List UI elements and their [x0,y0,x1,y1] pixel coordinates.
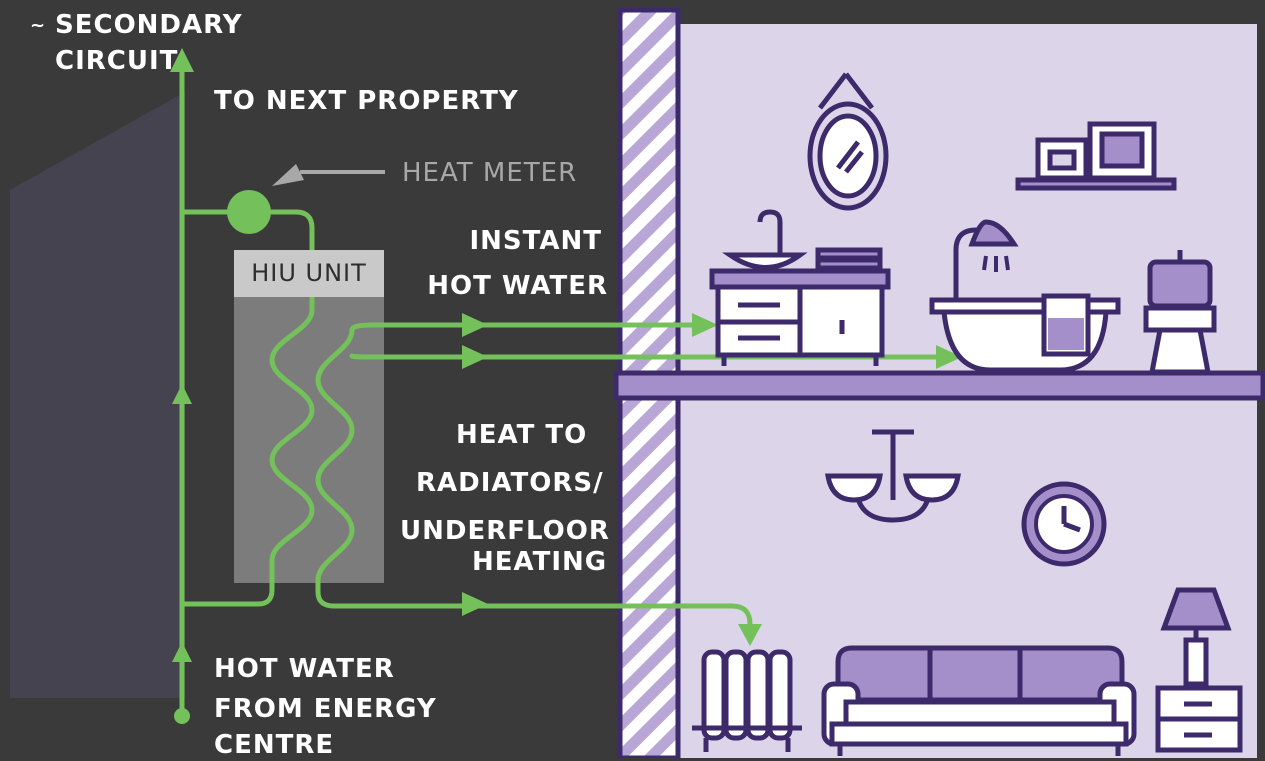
hot-water-from-energy-centre-line3: CENTRE [214,730,335,760]
adjacent-building-shape [10,92,185,698]
supply-inlet-dot [174,708,190,724]
secondary-circuit-label-line2: CIRCUIT [55,46,179,76]
hiu-unit-label: HIU UNIT [234,250,384,297]
secondary-circuit-label-line1: SECONDARY [55,10,243,40]
underfloor-label: UNDERFLOOR [400,516,610,546]
mirror-icon [807,72,889,211]
floor-slab [613,370,1265,401]
hot-water-from-energy-centre-line2: FROM ENERGY [214,694,437,724]
radiators-label: RADIATORS/ [416,468,604,498]
bathtub-icon [929,219,1121,373]
table-lamp-icon [1155,587,1243,753]
picture-frames-icon [1015,121,1177,191]
sofa-icon [821,645,1137,756]
heating-label: HEATING [472,547,608,577]
to-next-property-label: TO NEXT PROPERTY [214,86,519,116]
ceiling-lamp-icon [825,429,961,523]
heat-meter-label: HEAT METER [402,158,578,188]
toilet-icon [1143,250,1217,375]
heat-to-label: HEAT TO [456,420,588,450]
bathroom-vanity-icon [709,209,891,366]
instant-hot-water-line2: HOT WATER [427,271,608,301]
hot-water-from-energy-centre-line1: HOT WATER [214,654,395,684]
pipework [179,57,958,719]
wall-clock-icon [1021,481,1107,567]
flow-arrows [170,48,962,662]
tilde-mark: ~ [30,15,47,36]
radiator-icon [692,649,802,752]
instant-hot-water-line1: INSTANT [469,226,602,256]
heat-meter-dial [227,190,271,234]
